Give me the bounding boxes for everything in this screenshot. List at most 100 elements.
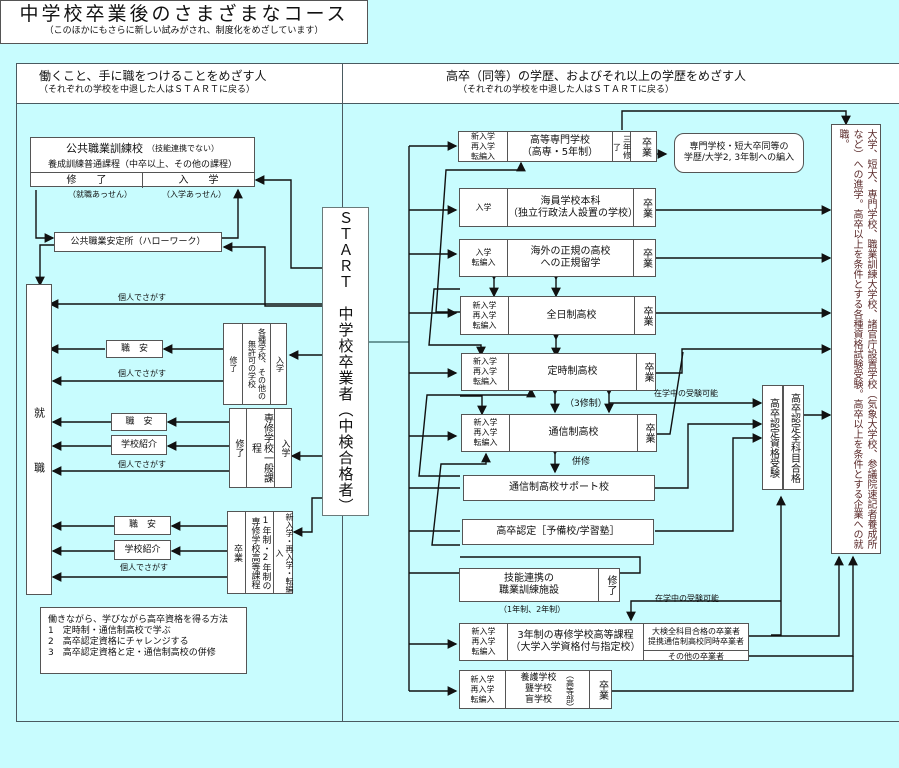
school-seaman[interactable]: 入学 海員学校本科 （独立行政法人設置の学校） 卒業 bbox=[459, 188, 656, 227]
method-item-2: 2 高卒認定資格にチャレンジする bbox=[48, 637, 189, 647]
vocational-general-box[interactable]: 修了 専修学校一般課程 入学 bbox=[229, 408, 292, 488]
skill-facility-complete: 修了 bbox=[605, 575, 616, 595]
abroad-entry: 入学 転編入 bbox=[460, 240, 508, 276]
school-referral-box-2[interactable]: 学校紹介 bbox=[114, 540, 171, 560]
vocational-school-note: （技能連携でない） bbox=[147, 143, 219, 153]
page-subtitle: （このほかにもさらに新しい試みがされ、制度化をめざしています） bbox=[44, 26, 324, 36]
fulltime-graduate: 卒業 bbox=[641, 305, 652, 326]
method-item-1: 1 定時制・通信制高校で学ぶ bbox=[48, 626, 171, 636]
enrolled-exam-label-2: 在学中の受験可能 bbox=[655, 594, 719, 603]
support-school-box[interactable]: 通信制高校サポート校 bbox=[463, 475, 655, 501]
correspondence-entry: 新入学 再入学 転編入 bbox=[462, 415, 510, 451]
final-outcomes-text: 大学、短大、専門学校、職業訓練大学校、諸官庁設置学校（気象大学校、参議院速記者養… bbox=[837, 129, 876, 549]
special-school-box[interactable]: 新入学 再入学 転編入 養護学校 聾学校 盲学校 （高等部） 卒業 bbox=[459, 670, 612, 711]
right-panel-subheading: （それぞれの学校を中退した人はＳＴＡＲＴに戻る） bbox=[458, 85, 675, 95]
vocational-school-name: 公共職業訓練校 bbox=[66, 142, 143, 155]
cert-pass-box: 高卒認定全科目合格 bbox=[783, 385, 804, 490]
vocational-complete: 修 了 bbox=[31, 173, 143, 188]
upper-graduate: 卒業 bbox=[232, 543, 242, 562]
job-office-box-1[interactable]: 職 安 bbox=[106, 340, 163, 358]
self-search-label-3: 個人でさがす bbox=[118, 460, 166, 469]
title-box: 中学校卒業後のさまざまなコース （このほかにもさらに新しい試みがされ、制度化をめ… bbox=[0, 0, 368, 44]
upper-enter: 新入学・再入学・転編入 bbox=[275, 512, 294, 593]
page-title: 中学校卒業後のさまざまなコース bbox=[19, 3, 349, 25]
vocational-upper-box[interactable]: 卒業 1年制・2年制の専修学校高等課程 新入学・再入学・転編入 bbox=[227, 511, 294, 594]
vocational-school-course: 養成訓練普通課程（中卒以上、その他の課程） bbox=[47, 160, 237, 170]
left-panel-header: 働くこと、手に職をつけることをめざす人 （それぞれの学校を中退した人はＳＴＡＲＴ… bbox=[17, 64, 342, 104]
right-panel-header: 高卒（同等）の学歴、およびそれ以上の学歴をめざす人 （それぞれの学校を中退した人… bbox=[343, 64, 899, 104]
fulltime-entry: 新入学 再入学 転編入 bbox=[461, 297, 509, 334]
misc-complete: 修了 bbox=[229, 356, 238, 372]
voc3-entry: 新入学 再入学 転編入 bbox=[460, 624, 508, 660]
misc-school-box[interactable]: 修了 各種学校、その他の無許可の学校 入学 bbox=[223, 323, 287, 405]
employment-label: 就 職 bbox=[32, 406, 46, 473]
misc-school-name: 各種学校、その他の無許可の学校 bbox=[247, 328, 267, 400]
kosen-entry: 新入学 再入学 転編入 bbox=[459, 132, 508, 161]
seaman-name: 海員学校本科 （独立行政法人設置の学校） bbox=[508, 189, 638, 226]
general-enter: 入学 bbox=[279, 439, 290, 457]
school-kosen[interactable]: 新入学 再入学 転編入 高等専門学校 （高専・5年制） 三年修了 卒業 bbox=[458, 131, 657, 162]
vocational-enter: 入 学 bbox=[178, 174, 219, 186]
voc3-outcome-b: その他の卒業者 bbox=[668, 651, 724, 661]
hello-work-box[interactable]: 公共職業安定所（ハローワーク） bbox=[54, 232, 222, 252]
parttime-graduate: 卒業 bbox=[642, 362, 653, 382]
right-panel-heading: 高卒（同等）の学歴、およびそれ以上の学歴をめざす人 bbox=[446, 69, 747, 83]
job-office-box-2[interactable]: 職 安 bbox=[111, 413, 167, 431]
concurrent-label: 併修 bbox=[572, 457, 591, 467]
employment-box: 就 職 bbox=[26, 284, 52, 595]
abroad-name: 海外の正規の高校 への正規留学 bbox=[508, 240, 634, 276]
parttime-entry: 新入学 再入学 転編入 bbox=[462, 354, 509, 390]
parttime-name: 定時制高校 bbox=[509, 354, 637, 390]
special-entry: 新入学 再入学 転編入 bbox=[460, 671, 506, 708]
school-correspondence[interactable]: 新入学 再入学 転編入 通信制高校 卒業 bbox=[461, 414, 657, 452]
prep-school-box[interactable]: 高卒認定［予備校/学習塾］ bbox=[462, 519, 654, 545]
special-school-name: 養護学校 聾学校 盲学校 bbox=[520, 673, 557, 705]
methods-box: 働きながら、学びながら高卒資格を得る方法 1 定時制・通信制高校で学ぶ 2 高卒… bbox=[40, 607, 247, 674]
start-label: ＳＴＡＲＴ 中学校卒業者（中検合格者） bbox=[336, 209, 355, 514]
voc3-name: 3年制の専修学校高等課程 （大学入学資格付与指定校） bbox=[508, 624, 644, 660]
general-complete: 修了 bbox=[233, 439, 244, 457]
kosen-outcome-box: 専門学校・短大卒同等の 学歴/大学2, 3年制への編入 bbox=[674, 133, 804, 173]
kosen-name: 高等専門学校 （高専・5年制） bbox=[508, 132, 613, 161]
correspondence-graduate: 卒業 bbox=[643, 423, 654, 443]
voc3-outcome-a: 大検全科目合格の卒業者 提携通信制高校同時卒業者 bbox=[644, 624, 748, 651]
self-search-label-1: 個人でさがす bbox=[118, 293, 166, 302]
school-parttime[interactable]: 新入学 再入学 転編入 定時制高校 卒業 bbox=[461, 353, 656, 391]
method-item-3: 3 高卒認定資格と定・通信制高校の併修 bbox=[48, 648, 216, 658]
kosen-three-year: 三年修了 bbox=[612, 134, 632, 159]
enroll-referral-label: （入学あっせん） bbox=[162, 190, 226, 199]
misc-enter: 入学 bbox=[275, 356, 285, 372]
vocational-training-school[interactable]: 公共職業訓練校 （技能連携でない） 養成訓練普通課程（中卒以上、その他の課程） … bbox=[30, 137, 255, 188]
skill-facility-name: 技能連携の 職業訓練施設 bbox=[460, 569, 599, 601]
final-outcomes-box: 大学、短大、専門学校、職業訓練大学校、諸官庁設置学校（気象大学校、参議院速記者養… bbox=[831, 124, 881, 554]
vocational-3yr-box[interactable]: 新入学 再入学 転編入 3年制の専修学校高等課程 （大学入学資格付与指定校） 大… bbox=[459, 623, 749, 661]
vocational-upper-name: 1年制・2年制の専修学校高等課程 bbox=[249, 515, 271, 590]
seaman-graduate: 卒業 bbox=[640, 197, 652, 218]
skill-facility-box[interactable]: 技能連携の 職業訓練施設 修了 bbox=[459, 568, 620, 602]
school-referral-box-1[interactable]: 学校紹介 bbox=[111, 435, 167, 455]
three-system-label: （3修制） bbox=[565, 399, 607, 409]
cert-exam-box[interactable]: 高卒認定資格受験 bbox=[762, 385, 783, 490]
vocational-general-name: 専修学校一般課程 bbox=[249, 413, 273, 483]
self-search-label-2: 個人でさがす bbox=[118, 369, 166, 378]
self-search-label-4: 個人でさがす bbox=[120, 563, 168, 572]
enrolled-exam-label-1: 在学中の受験可能 bbox=[654, 389, 718, 398]
job-referral-label: （就職あっせん） bbox=[68, 190, 132, 199]
skill-duration-label: （1年制、2年制） bbox=[499, 605, 566, 614]
left-panel-heading: 働くこと、手に職をつけることをめざす人 bbox=[39, 69, 267, 83]
special-graduate: 卒業 bbox=[596, 679, 608, 700]
methods-title: 働きながら、学びながら高卒資格を得る方法 bbox=[48, 615, 229, 625]
cert-pass-label: 高卒認定全科目合格 bbox=[788, 392, 800, 483]
left-panel-subheading: （それぞれの学校を中退した人はＳＴＡＲＴに戻る） bbox=[39, 85, 256, 95]
abroad-graduate: 卒業 bbox=[640, 248, 652, 268]
kosen-graduate: 卒業 bbox=[639, 136, 651, 157]
seaman-entry: 入学 bbox=[460, 189, 508, 226]
cert-exam-label: 高卒認定資格受験 bbox=[767, 397, 779, 478]
job-office-box-3[interactable]: 職 安 bbox=[114, 516, 171, 535]
correspondence-name: 通信制高校 bbox=[510, 415, 638, 451]
fulltime-name: 全日制高校 bbox=[509, 297, 635, 334]
start-box[interactable]: ＳＴＡＲＴ 中学校卒業者（中検合格者） bbox=[322, 207, 369, 516]
school-abroad[interactable]: 入学 転編入 海外の正規の高校 への正規留学 卒業 bbox=[459, 239, 656, 277]
special-school-division: （高等部） bbox=[565, 671, 575, 711]
school-fulltime[interactable]: 新入学 再入学 転編入 全日制高校 卒業 bbox=[460, 296, 656, 335]
